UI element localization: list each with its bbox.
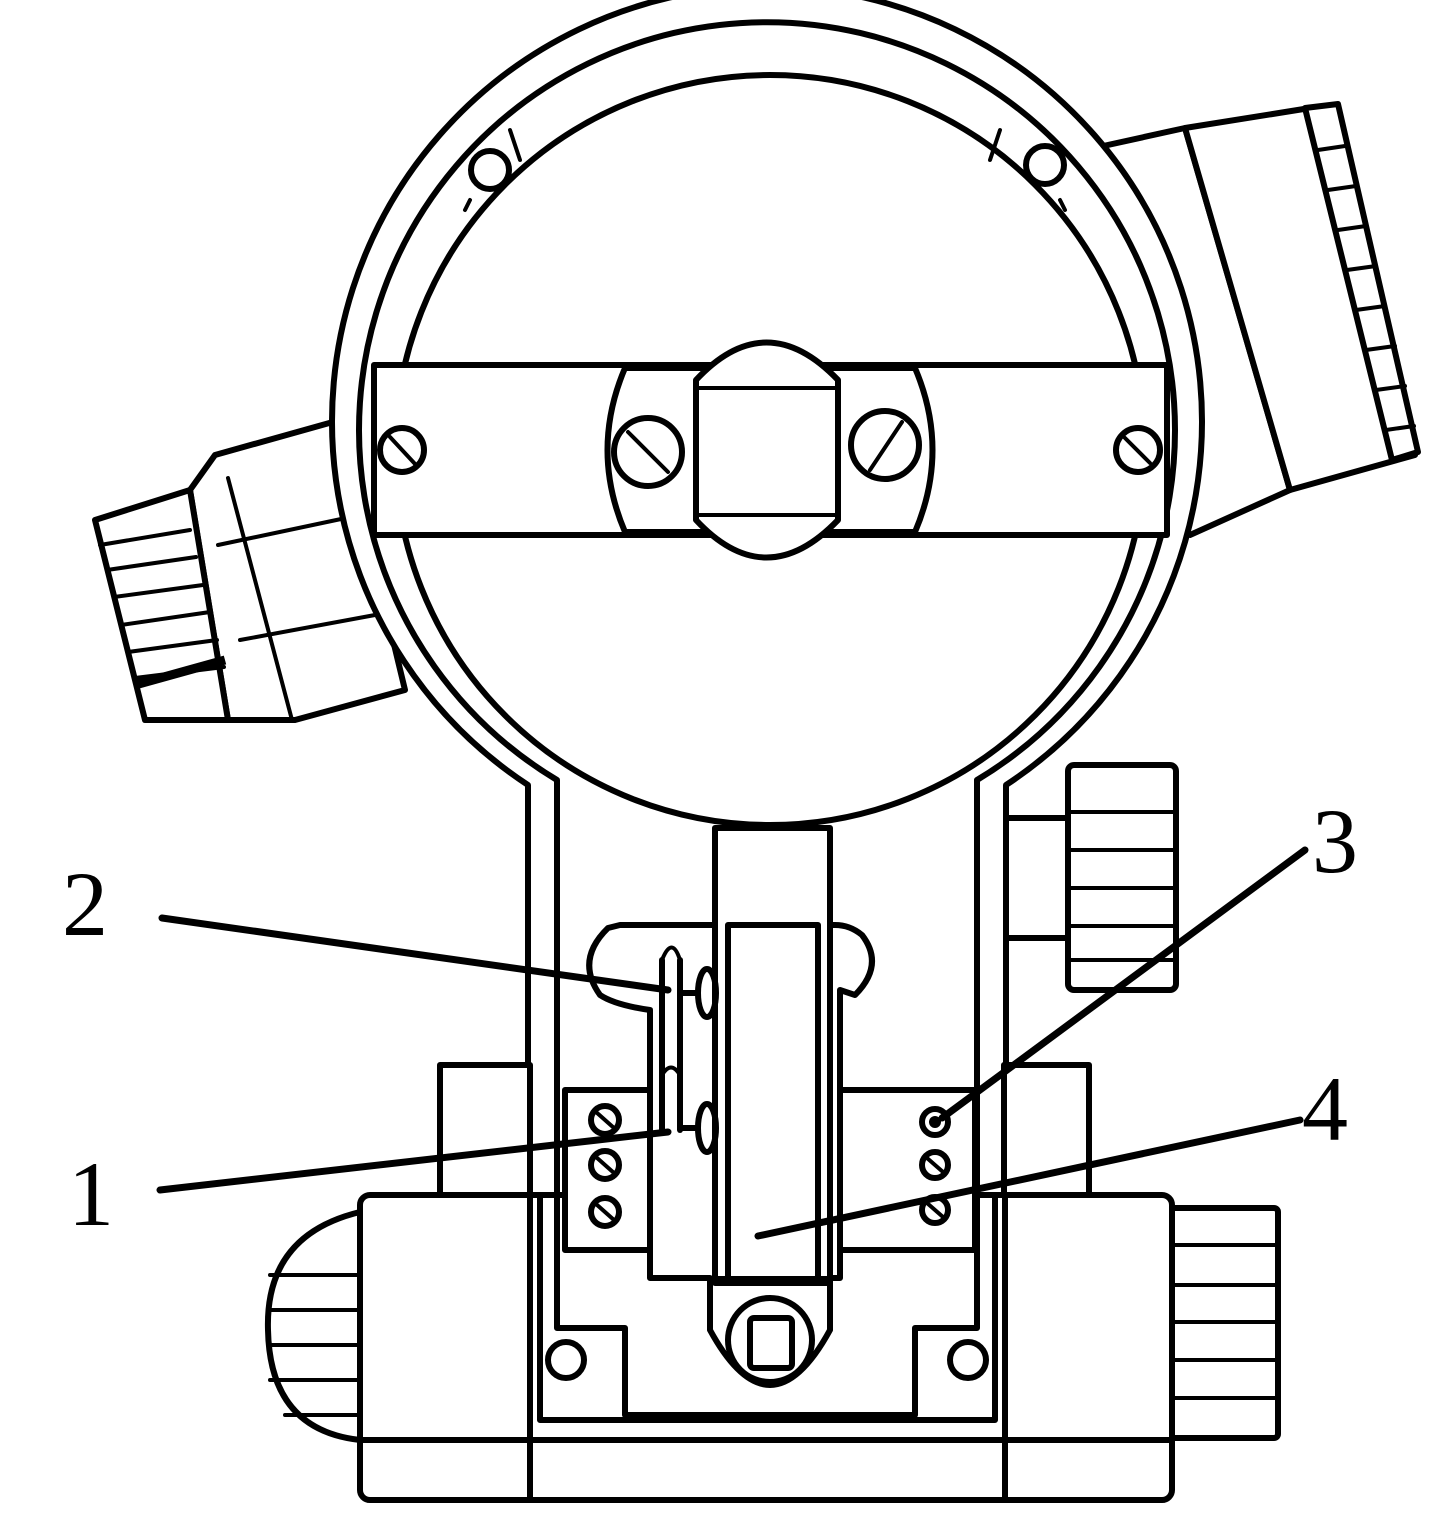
bar-screw-center-right xyxy=(848,408,922,482)
right-adjusting-screws xyxy=(919,1106,951,1226)
cross-bar xyxy=(371,339,1170,561)
leader-3 xyxy=(938,846,1309,1122)
column-nut xyxy=(725,1295,815,1385)
callout-labels: 1 2 3 4 xyxy=(62,790,1358,1245)
adjuster-screw-upper xyxy=(677,966,719,1020)
lower-left-knob xyxy=(264,1209,363,1443)
adjuster-assembly xyxy=(659,945,719,1155)
leader-2 xyxy=(158,914,672,994)
left-adjusting-screws xyxy=(588,1103,622,1229)
adjuster-screw-lower xyxy=(677,1101,719,1155)
leader-lines xyxy=(156,846,1309,1240)
callout-2: 2 xyxy=(62,853,108,955)
lower-right-knob xyxy=(1167,1205,1281,1441)
callout-1: 1 xyxy=(68,1143,114,1245)
left-screw-plate xyxy=(562,1087,653,1253)
callout-4: 4 xyxy=(1302,1058,1348,1160)
bar-screw-left xyxy=(377,425,427,475)
leader-4 xyxy=(754,1116,1304,1240)
bar-screw-center-left xyxy=(611,415,685,489)
leader-1 xyxy=(156,1128,672,1194)
right-screw-plate xyxy=(837,1087,978,1253)
callout-3: 3 xyxy=(1312,790,1358,892)
upper-side-knob xyxy=(997,762,1179,993)
bar-screw-right xyxy=(1113,425,1163,475)
